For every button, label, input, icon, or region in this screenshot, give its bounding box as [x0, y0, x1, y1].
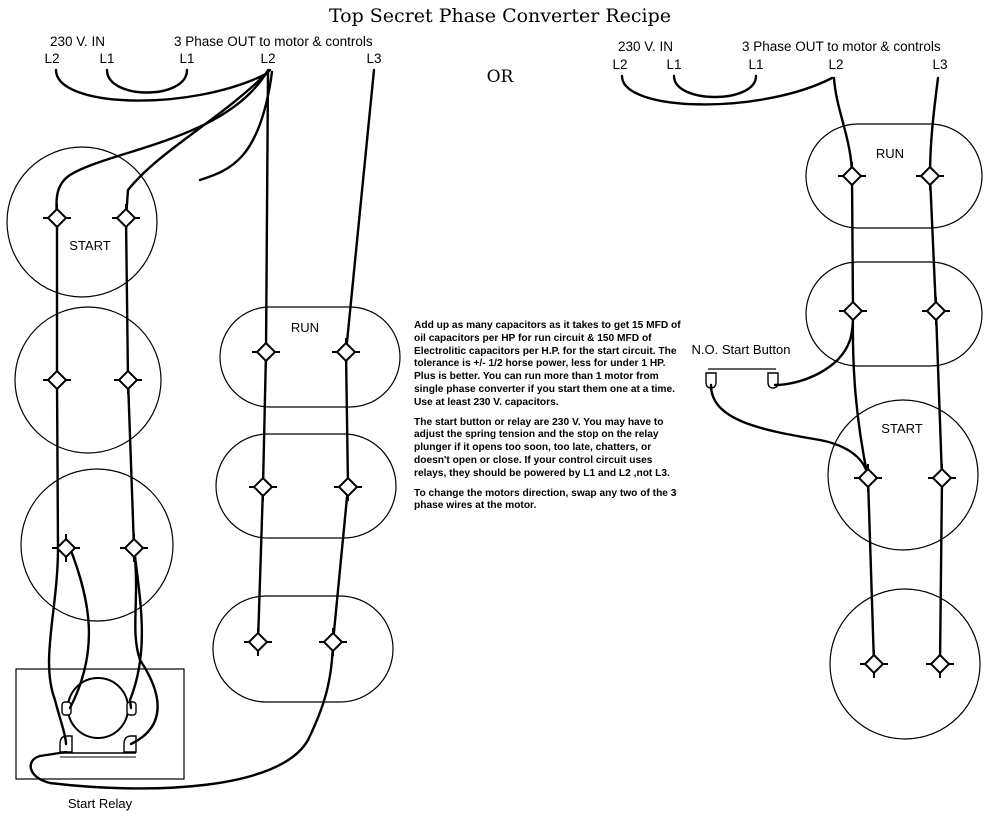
left-terminal-l2-in: L2 [44, 51, 59, 66]
right-l3-wire [928, 76, 944, 666]
left-run1-terminal-a [252, 338, 280, 366]
left-run2-terminal-b [334, 473, 362, 501]
left-start-capacitor-2 [14, 306, 162, 454]
left-output-label: 3 Phase OUT to motor & controls [174, 34, 373, 49]
left-start3-terminal-a [52, 534, 80, 562]
left-terminal-l1-a: L1 [99, 51, 114, 66]
right-run2-terminal-a [839, 297, 867, 325]
left-run-l2-wire [256, 70, 270, 644]
left-start1-terminal-b [112, 204, 140, 232]
right-terminal-l3: L3 [932, 57, 947, 72]
left-start2-terminal-a [43, 366, 71, 394]
or-label: OR [487, 67, 515, 87]
left-start-crossover-wire [68, 546, 91, 710]
right-input-label: 230 V. IN [618, 39, 673, 54]
left-run-capacitor-1 [219, 306, 401, 408]
left-l1-loop-wire [105, 68, 189, 94]
left-run3-terminal-a [244, 628, 272, 656]
relay-coil [67, 677, 129, 739]
left-l2-jumper-wire [54, 68, 268, 102]
left-terminal-l2-out: L2 [260, 51, 275, 66]
right-run2-terminal-b [922, 297, 950, 325]
right-terminal-l1-b: L1 [748, 57, 763, 72]
right-terminal-l2-in: L2 [612, 57, 627, 72]
left-start-label: START [69, 238, 110, 253]
left-start-wire-a [47, 216, 68, 746]
start-button-label: N.O. Start Button [692, 342, 791, 357]
left-circuit: 230 V. IN 3 Phase OUT to motor & control… [6, 34, 401, 811]
right-terminal-l2-out: L2 [828, 57, 843, 72]
left-run2-terminal-a [249, 473, 277, 501]
start-button [705, 368, 779, 389]
left-start-feed-wire-2 [124, 68, 272, 220]
left-terminal-l3: L3 [366, 51, 381, 66]
right-l2-wire [832, 76, 876, 666]
note-motor-direction: To change the motors direction, swap any… [414, 487, 677, 512]
left-run-label: RUN [291, 320, 319, 335]
right-start2-terminal-a [860, 650, 888, 678]
left-start3-terminal-b [120, 534, 148, 562]
right-start-label: START [881, 421, 922, 436]
right-start1-terminal-b [928, 464, 956, 492]
left-relay-return-wire [29, 640, 335, 790]
instructions-note: Add up as many capacitors as it takes to… [414, 320, 686, 520]
right-run-label: RUN [876, 146, 904, 161]
left-start2-terminal-b [114, 366, 142, 394]
right-start-capacitor-1 [827, 399, 979, 551]
right-l2-jumper-wire [620, 74, 834, 106]
right-start2-terminal-b [926, 650, 954, 678]
note-relay-adjustment: The start button or relay are 230 V. You… [414, 416, 670, 479]
left-run1-terminal-b [332, 338, 360, 366]
left-run-l3-wire [331, 68, 376, 644]
left-terminal-l1-b: L1 [179, 51, 194, 66]
start-relay-label: Start Relay [68, 796, 133, 811]
right-terminals [838, 162, 956, 678]
start-relay-box [15, 668, 185, 780]
right-terminal-l1-a: L1 [666, 57, 681, 72]
left-l2-branch-wire [198, 70, 274, 182]
left-start-capacitor-1 [6, 146, 158, 298]
left-start-capacitor-3 [20, 468, 174, 622]
right-l1-loop-wire [672, 74, 758, 99]
right-run-capacitor-2 [805, 261, 983, 367]
left-relay-contact-wire [129, 546, 159, 746]
left-terminals [43, 204, 362, 656]
left-start1-terminal-a [43, 204, 71, 232]
right-run1-terminal-a [838, 162, 866, 190]
left-input-label: 230 V. IN [50, 34, 105, 49]
left-run-capacitor-2 [215, 433, 397, 539]
right-button-start-wire [709, 383, 870, 480]
right-start1-terminal-a [854, 464, 882, 492]
right-start-capacitor-2 [829, 588, 981, 740]
right-run-capacitor-1 [805, 123, 983, 229]
left-wiring [29, 68, 376, 790]
left-start-wire-b [124, 216, 144, 710]
right-circuit: 230 V. IN 3 Phase OUT to motor & control… [612, 39, 983, 740]
diagram-title: Top Secret Phase Converter Recipe [329, 5, 671, 27]
left-run3-terminal-b [319, 628, 347, 656]
note-capacitor-sizing: Add up as many capacitors as it takes to… [414, 320, 681, 408]
right-run1-terminal-b [916, 162, 944, 190]
right-output-label: 3 Phase OUT to motor & controls [742, 39, 941, 54]
start-relay [59, 677, 137, 758]
left-start-feed-wire [55, 68, 270, 220]
left-run-capacitor-3 [212, 595, 394, 703]
